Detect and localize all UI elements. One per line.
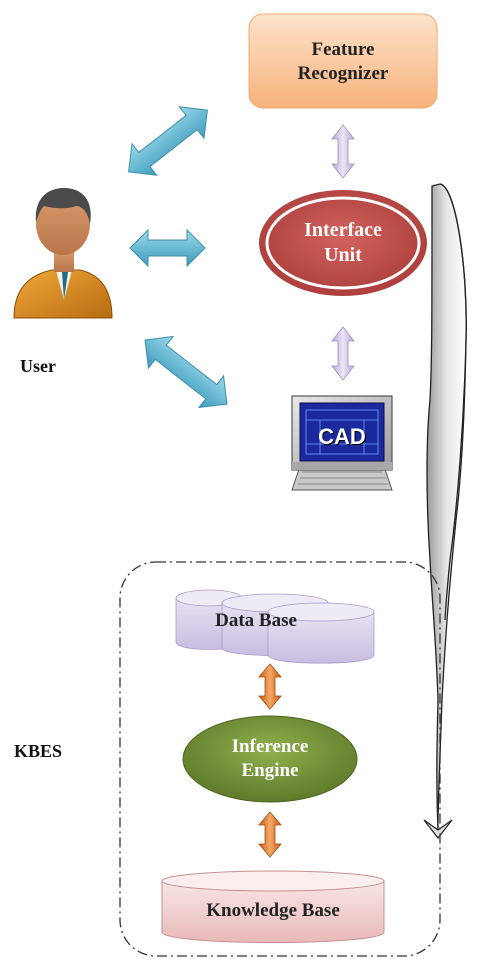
inference-engine-line2: Engine	[241, 759, 299, 781]
inference-engine-label: Inference Engine	[190, 735, 350, 783]
feature-recognizer-line2: Recognizer	[297, 62, 389, 84]
interface-unit-node	[259, 190, 427, 296]
interface-unit-line1: Interface	[304, 219, 382, 241]
violet-double-arrow-bottom	[331, 326, 355, 381]
data-base-label: Data Base	[215, 610, 297, 631]
inference-engine-node	[182, 715, 358, 803]
orange-double-arrow-top	[258, 663, 282, 710]
user-feature-arrow	[128, 106, 208, 176]
feature-recognizer-label: Feature Recognizer	[249, 38, 437, 86]
interface-unit-label: Interface Unit	[267, 218, 419, 268]
knowledge-base-label: Knowledge Base	[206, 900, 340, 921]
inference-engine-line1: Inference	[231, 736, 309, 757]
feature-recognizer-line1: Feature	[311, 39, 375, 60]
feedback-curved-arrow	[423, 183, 467, 839]
user-person-icon	[13, 188, 113, 319]
cad-label: CAD	[318, 424, 366, 449]
user-interface-arrow	[129, 228, 206, 268]
feature-recognizer-node	[248, 13, 438, 109]
user-cad-arrow	[144, 335, 228, 409]
data-base-node	[175, 589, 375, 664]
orange-double-arrow-bottom	[258, 811, 282, 858]
interface-unit-line2: Unit	[324, 244, 362, 266]
kbes-container	[119, 561, 441, 957]
kbes-label: KBES	[14, 741, 63, 761]
cad-computer-icon	[291, 395, 393, 491]
violet-double-arrow-top	[331, 124, 355, 179]
knowledge-base-node	[161, 870, 385, 943]
user-label: User	[20, 356, 56, 376]
